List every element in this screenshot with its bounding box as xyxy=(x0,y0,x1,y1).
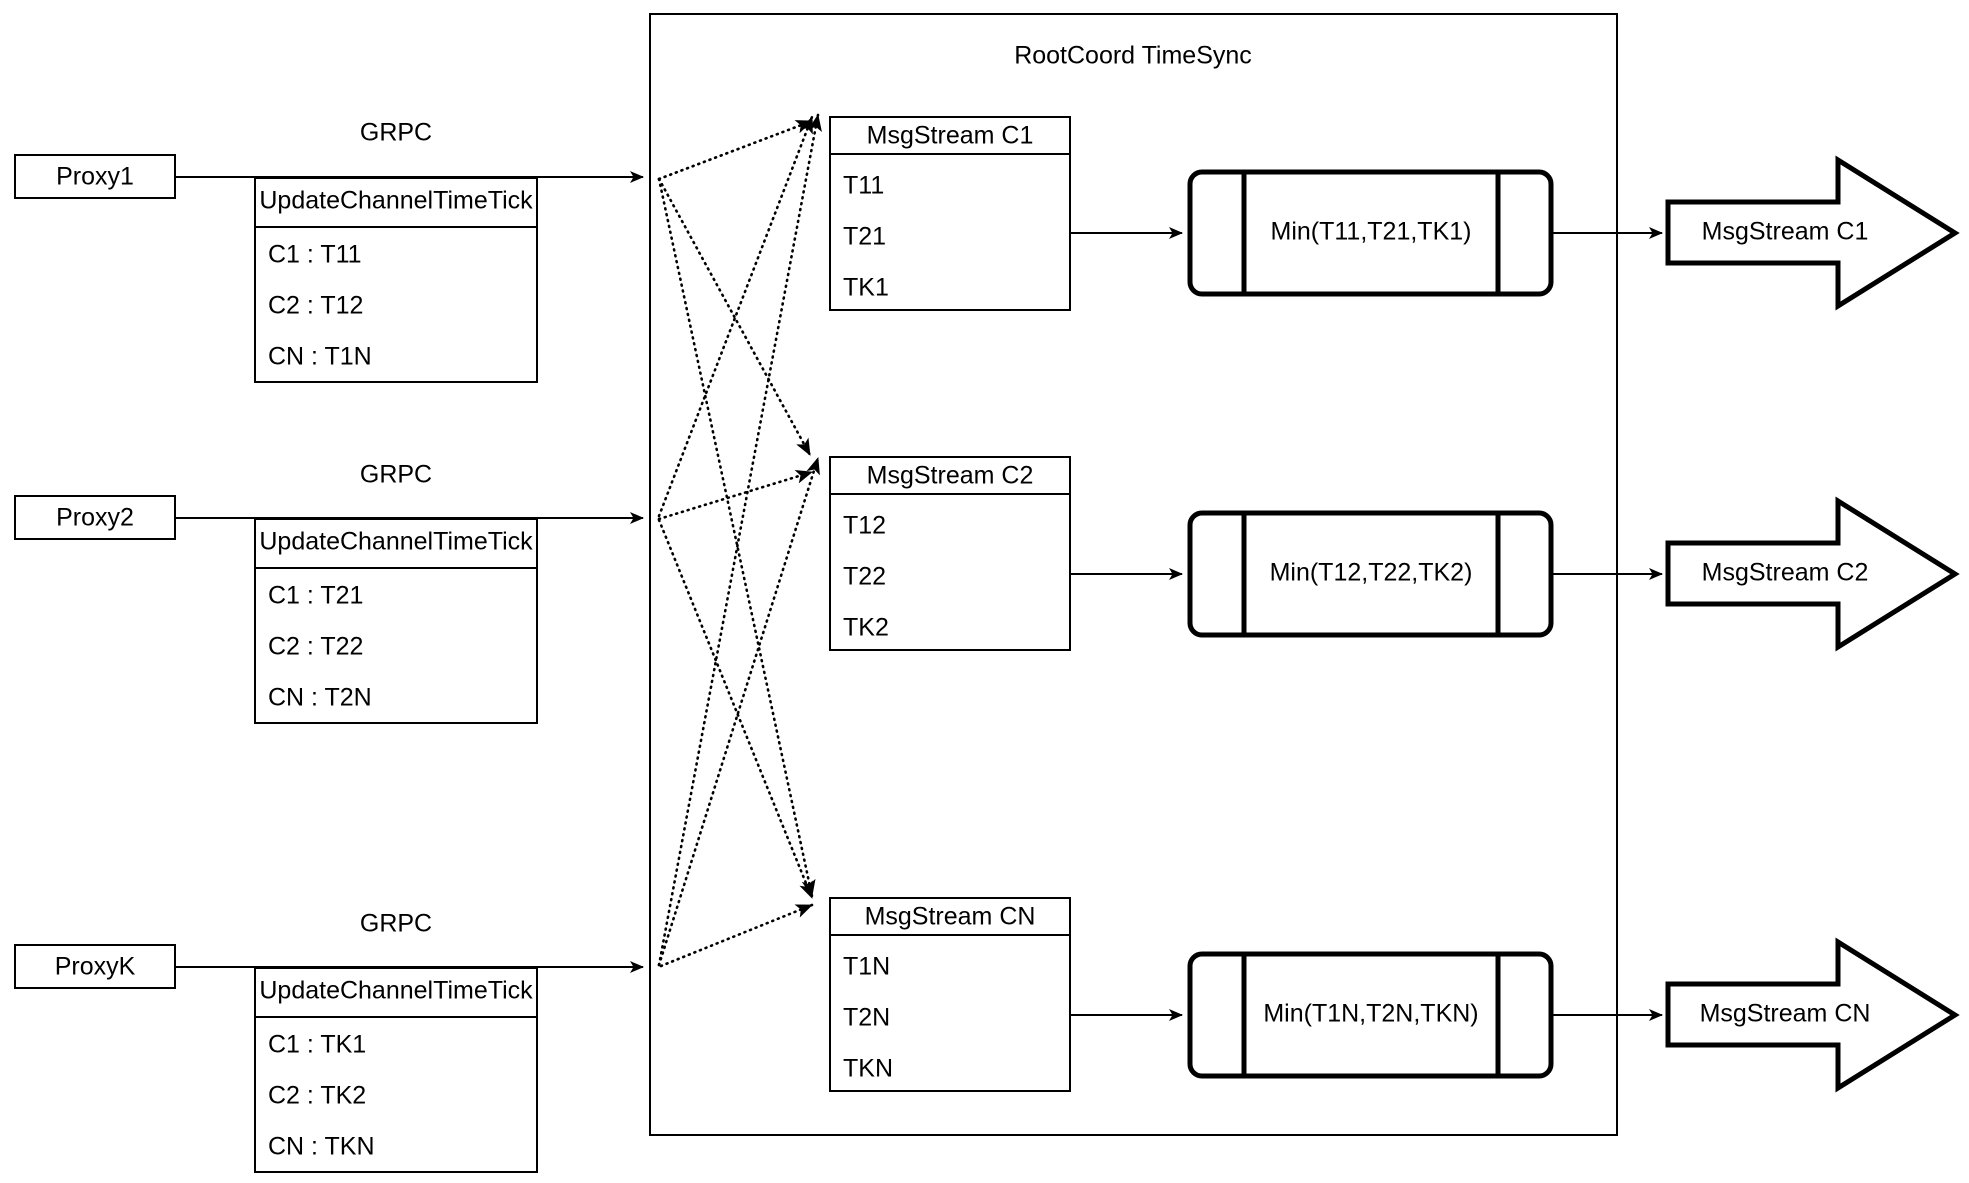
fanout-pk-c1 xyxy=(657,113,822,967)
update-channel-timetick-title-1: UpdateChannelTimeTick xyxy=(259,187,533,215)
msgstream-box-2: MsgStream C2 T12 T22 TK2 xyxy=(829,456,1071,651)
min-process-label-3: Min(T1N,T2N,TKN) xyxy=(1263,1000,1478,1028)
update-channel-timetick-title-3: UpdateChannelTimeTick xyxy=(259,977,533,1005)
msgstream-box-row-1-0: T11 xyxy=(843,172,884,200)
proxy-box-1[interactable]: Proxy1 xyxy=(14,154,176,199)
min-process-box-2: Min(T12,T22,TK2) xyxy=(1187,510,1554,638)
min-process-label-2: Min(T12,T22,TK2) xyxy=(1270,559,1473,587)
update-channel-timetick-row-1-2: CN : T1N xyxy=(268,343,372,371)
msgstream-box-title-2: MsgStream C2 xyxy=(867,462,1034,490)
msgstream-box-title-1: MsgStream C1 xyxy=(867,122,1034,150)
fanout-p1-c2 xyxy=(657,177,812,457)
msgstream-box-row-1-2: TK1 xyxy=(843,274,889,302)
update-channel-timetick-title-2: UpdateChannelTimeTick xyxy=(259,528,533,556)
fanout-pk-cn xyxy=(659,903,814,968)
fanout-p2-cn xyxy=(657,518,814,900)
msgstream-box-3: MsgStream CN T1N T2N TKN xyxy=(829,897,1071,1092)
rootcoord-container-title: RootCoord TimeSync xyxy=(1014,42,1252,70)
min-process-box-3: Min(T1N,T2N,TKN) xyxy=(1187,951,1554,1079)
update-channel-timetick-row-2-2: CN : T2N xyxy=(268,684,372,712)
update-channel-timetick-row-1-0: C1 : T11 xyxy=(268,241,362,269)
grpc-link-label-2: GRPC xyxy=(360,461,432,489)
update-channel-timetick-row-3-0: C1 : TK1 xyxy=(268,1031,366,1059)
update-channel-timetick-row-2-0: C1 : T21 xyxy=(268,582,363,610)
msgstream-box-title-3: MsgStream CN xyxy=(865,903,1036,931)
output-arrow-3: MsgStream CN xyxy=(1665,937,1960,1093)
output-arrow-label-3: MsgStream CN xyxy=(1700,1000,1871,1028)
update-channel-timetick-box-3: UpdateChannelTimeTick C1 : TK1 C2 : TK2 … xyxy=(254,967,538,1173)
output-arrow-1: MsgStream C1 xyxy=(1665,155,1960,311)
fanout-p2-c2 xyxy=(657,470,814,521)
fanout-p1-c1 xyxy=(657,119,814,181)
min-process-label-1: Min(T11,T21,TK1) xyxy=(1271,218,1472,246)
update-channel-timetick-row-3-2: CN : TKN xyxy=(268,1133,375,1161)
proxy-box-label-1: Proxy1 xyxy=(56,163,134,191)
msgstream-box-row-1-1: T21 xyxy=(843,223,886,251)
timetick-fanout-connectors xyxy=(657,113,822,968)
update-channel-timetick-row-2-1: C2 : T22 xyxy=(268,633,363,661)
update-channel-timetick-box-1: UpdateChannelTimeTick C1 : T11 C2 : T12 … xyxy=(254,177,538,383)
output-arrow-label-2: MsgStream C2 xyxy=(1702,559,1869,587)
output-arrow-label-1: MsgStream C1 xyxy=(1702,218,1869,246)
msgstream-box-row-2-1: T22 xyxy=(843,563,886,591)
grpc-link-label-3: GRPC xyxy=(360,910,432,938)
msgstream-box-row-2-2: TK2 xyxy=(843,614,889,642)
proxy-box-label-2: Proxy2 xyxy=(56,504,134,532)
update-channel-timetick-row-3-1: C2 : TK2 xyxy=(268,1082,366,1110)
proxy-box-label-3: ProxyK xyxy=(55,953,136,981)
min-process-box-1: Min(T11,T21,TK1) xyxy=(1187,169,1554,297)
proxy-box-3[interactable]: ProxyK xyxy=(14,944,176,989)
fanout-p2-c1 xyxy=(657,115,814,518)
fanout-pk-c2 xyxy=(657,456,820,967)
fanout-p1-cn xyxy=(657,177,816,898)
proxy-box-2[interactable]: Proxy2 xyxy=(14,495,176,540)
msgstream-box-row-3-0: T1N xyxy=(843,953,890,981)
msgstream-box-row-3-1: T2N xyxy=(843,1004,890,1032)
msgstream-box-1: MsgStream C1 T11 T21 TK1 xyxy=(829,116,1071,311)
output-arrow-2: MsgStream C2 xyxy=(1665,496,1960,652)
update-channel-timetick-box-2: UpdateChannelTimeTick C1 : T21 C2 : T22 … xyxy=(254,518,538,724)
msgstream-box-row-3-2: TKN xyxy=(843,1055,893,1083)
update-channel-timetick-row-1-1: C2 : T12 xyxy=(268,292,363,320)
msgstream-box-row-2-0: T12 xyxy=(843,512,886,540)
grpc-link-label-1: GRPC xyxy=(360,119,432,147)
